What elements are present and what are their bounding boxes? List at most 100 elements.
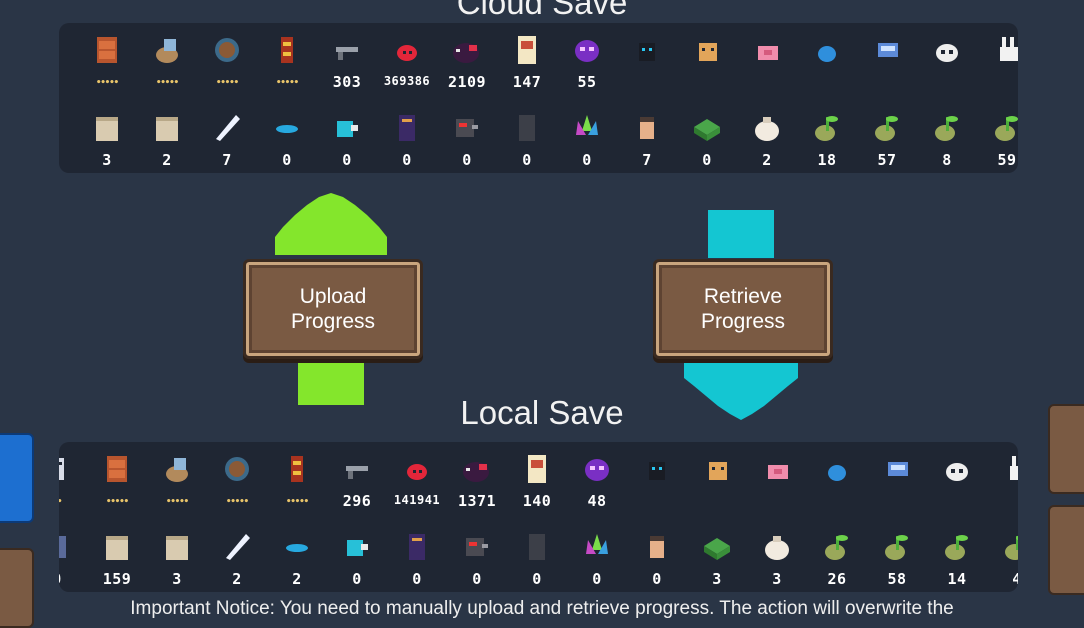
item-cell: 0	[567, 520, 627, 592]
feather-icon	[210, 111, 244, 145]
item-value: 48	[587, 492, 607, 510]
item-cell: 2	[267, 520, 327, 592]
book-icon	[390, 111, 424, 145]
barrel-icon	[210, 33, 244, 67]
left-side-button-2[interactable]	[0, 548, 34, 628]
item-value: 140	[522, 492, 552, 510]
item-value: 3	[712, 570, 722, 588]
item-cell: 369386	[377, 23, 437, 95]
item-value: 1371	[457, 492, 497, 510]
left-side-button[interactable]	[0, 433, 34, 523]
item-cell: 4	[987, 520, 1018, 592]
right-side-button-2[interactable]	[1048, 505, 1084, 595]
item-value: •••••	[215, 78, 239, 88]
item-cell: 7	[197, 101, 257, 173]
seed-icon	[940, 530, 974, 564]
green-block-icon	[700, 530, 734, 564]
upload-label-line1: Upload	[299, 284, 367, 308]
item-cell: 1371	[447, 442, 507, 514]
item-cell: 0	[437, 101, 497, 173]
retrieve-arrow-icon	[684, 210, 798, 420]
seed-icon	[870, 111, 904, 145]
pig-icon	[760, 452, 794, 486]
item-value: 303	[332, 73, 362, 91]
item-value: 159	[102, 570, 132, 588]
scroll-icon	[100, 530, 134, 564]
sack-icon	[750, 111, 784, 145]
cloud-save-title: Cloud Save	[456, 0, 628, 21]
retrieve-label-line2: Progress	[700, 310, 786, 333]
red-slime-icon	[400, 452, 434, 486]
sack-icon	[760, 530, 794, 564]
item-cell: 18	[797, 101, 857, 173]
item-cell: 2	[59, 101, 77, 173]
item-cell: 159	[87, 520, 147, 592]
tablet-icon	[520, 530, 554, 564]
skeleton-icon	[59, 33, 64, 67]
totem-icon	[270, 33, 304, 67]
tablet-icon	[510, 111, 544, 145]
item-cell: 26	[807, 520, 867, 592]
gun-icon	[330, 33, 364, 67]
item-value: 0	[59, 572, 87, 587]
item-value: 0	[652, 570, 662, 588]
fish-icon	[280, 530, 314, 564]
item-value: 0	[702, 151, 712, 169]
item-value: 3	[102, 151, 112, 169]
item-cell	[797, 23, 857, 95]
item-value: 59	[997, 151, 1017, 169]
item-cell: 147	[497, 23, 557, 95]
item-value: 0	[352, 570, 362, 588]
right-side-button[interactable]	[1048, 404, 1084, 494]
item-value: 18	[817, 151, 837, 169]
item-value: 26	[827, 570, 847, 588]
item-cell: 0	[59, 520, 87, 592]
item-value: 2	[59, 153, 77, 168]
dragon-icon	[450, 33, 484, 67]
item-cell	[977, 23, 1018, 95]
blue-blob-icon	[810, 33, 844, 67]
totem-icon	[280, 452, 314, 486]
feather-icon	[220, 530, 254, 564]
upload-label-line2: Progress	[290, 310, 376, 333]
tabby-cat-icon	[700, 452, 734, 486]
item-cell: 2	[737, 101, 797, 173]
item-cell: 48	[567, 442, 627, 514]
plant-icon	[580, 530, 614, 564]
item-cell	[917, 23, 977, 95]
robot-icon	[870, 33, 904, 67]
item-cell: 303	[317, 23, 377, 95]
item-cell	[677, 23, 737, 95]
book-icon	[400, 530, 434, 564]
item-cell: 0	[317, 101, 377, 173]
local-row-materials: 0159322000000332658144	[59, 520, 1018, 592]
item-cell: ••	[59, 442, 87, 514]
item-value: 0	[282, 151, 292, 169]
red-slime-icon	[390, 33, 424, 67]
item-value: 2	[762, 151, 772, 169]
item-cell	[807, 442, 867, 514]
item-cell: 55	[557, 23, 617, 95]
item-cell: 8	[917, 101, 977, 173]
item-value: ••	[59, 498, 87, 507]
item-cell: 140	[507, 442, 567, 514]
seed-icon	[820, 530, 854, 564]
item-cell: •••••	[77, 23, 137, 95]
item-value: •••••	[275, 78, 299, 88]
item-value: 369386	[383, 74, 431, 88]
item-value: •••••	[285, 497, 309, 507]
card-icon	[520, 452, 554, 486]
panda-icon	[940, 452, 974, 486]
item-cell: 0	[497, 101, 557, 173]
item-value: 0	[412, 570, 422, 588]
item-value: •••••	[225, 497, 249, 507]
item-value: 2	[292, 570, 302, 588]
knight-icon	[630, 111, 664, 145]
item-cell: 7	[617, 101, 677, 173]
item-value: 7	[222, 151, 232, 169]
gun-icon	[340, 452, 374, 486]
item-cell: •••••	[137, 23, 197, 95]
